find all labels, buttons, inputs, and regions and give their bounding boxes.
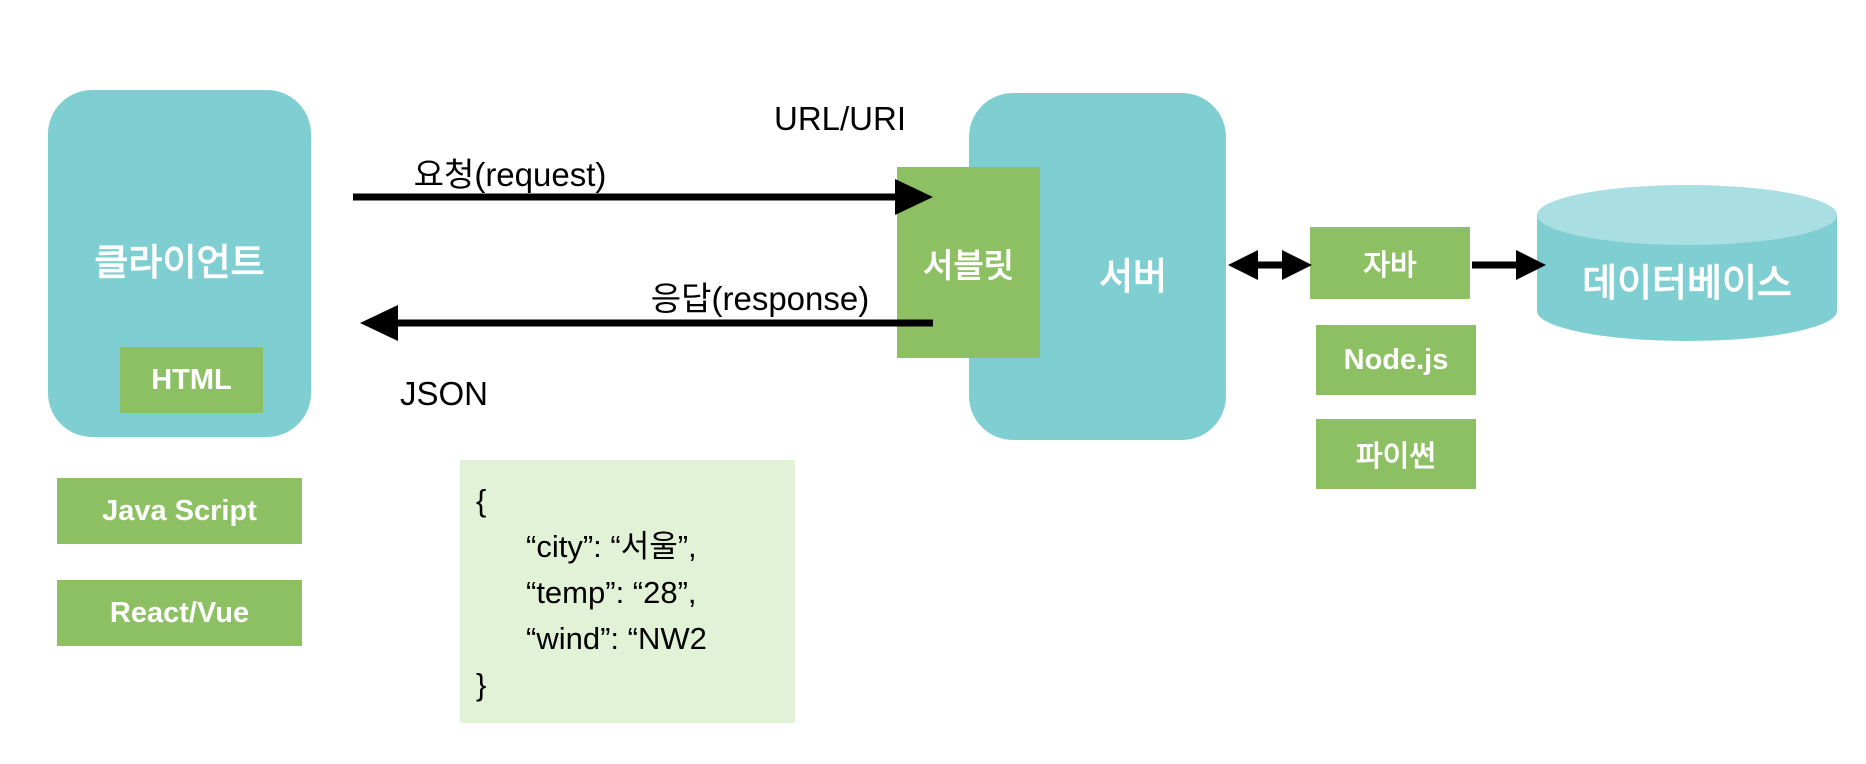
database-cylinder: [1537, 185, 1837, 341]
java-label: 자바: [1363, 250, 1417, 282]
server-java-arrow: [1228, 250, 1312, 280]
response-label: 응답(response): [650, 280, 870, 317]
json-line-open-brace: {: [476, 483, 487, 518]
python-label: 파이썬: [1355, 441, 1437, 473]
servlet-box: 서블릿: [897, 167, 1040, 358]
json-line-wind: “wind”: “NW2: [526, 621, 707, 656]
client-label: 클라이언트: [94, 242, 265, 283]
react-vue-label: React/Vue: [109, 596, 250, 629]
java-box: 자바: [1310, 227, 1470, 299]
servlet-label: 서블릿: [922, 246, 1015, 284]
json-line-temp: “temp”: “28”,: [526, 575, 697, 610]
react-vue-box: React/Vue: [57, 580, 302, 646]
json-payload-box: { “city”: “서울”, “temp”: “28”, “wind”: “N…: [460, 460, 795, 723]
server-label: 서버: [1098, 256, 1168, 297]
javascript-box: Java Script: [57, 478, 302, 544]
request-label: 요청(request): [413, 156, 607, 193]
json-line-city: “city”: “서울”,: [526, 529, 697, 564]
python-box: 파이썬: [1316, 419, 1476, 489]
json-line-close-brace: }: [476, 667, 487, 702]
json-label: JSON: [400, 375, 489, 412]
html-label: HTML: [151, 363, 232, 396]
database-label: 데이터베이스: [1582, 263, 1792, 305]
nodejs-box: Node.js: [1316, 325, 1476, 395]
javascript-label: Java Script: [102, 494, 257, 527]
nodejs-label: Node.js: [1343, 343, 1449, 376]
html-box: HTML: [120, 347, 263, 413]
url-uri-label: URL/URI: [773, 100, 907, 137]
java-database-arrow: [1472, 250, 1546, 280]
